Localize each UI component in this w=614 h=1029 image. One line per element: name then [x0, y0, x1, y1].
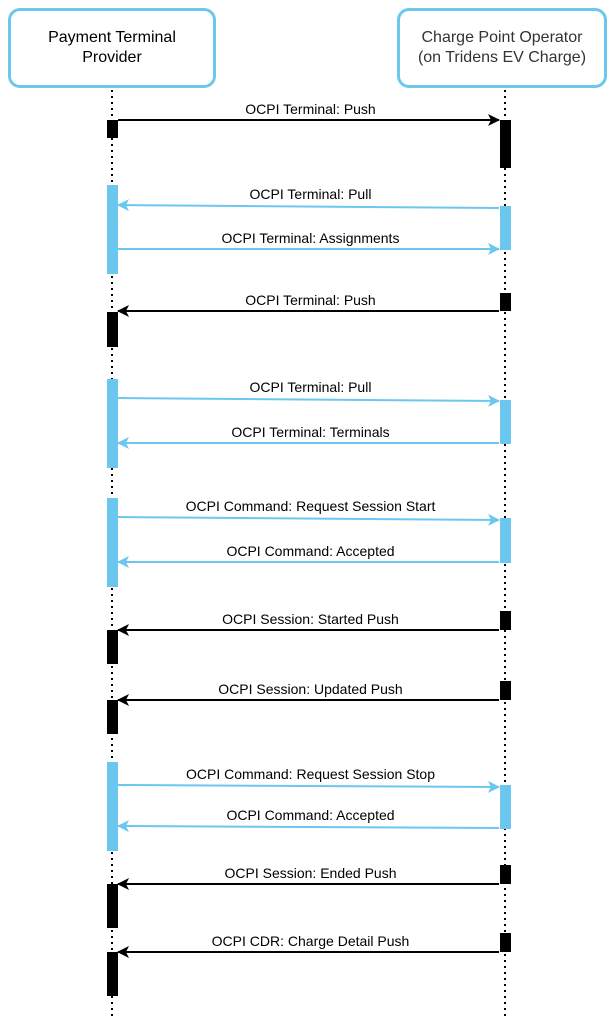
- message-13: OCPI Session: Ended Push: [117, 865, 499, 890]
- message-5: OCPI Terminal: Pull: [117, 379, 500, 407]
- activation-left-12: [107, 630, 118, 664]
- message-arrow: [117, 394, 500, 407]
- message-label: OCPI Terminal: Pull: [250, 379, 372, 395]
- message-14: OCPI CDR: Charge Detail Push: [117, 933, 499, 958]
- activation-right-11: [500, 611, 511, 630]
- message-label: OCPI CDR: Charge Detail Push: [212, 933, 410, 949]
- activation-left-18: [107, 884, 118, 928]
- message-arrow: [117, 199, 500, 212]
- activation-right-13: [500, 681, 511, 700]
- message-label: OCPI Session: Started Push: [222, 611, 399, 627]
- participant-payment-terminal-provider: Payment Terminal Provider: [8, 8, 216, 88]
- message-arrow: [117, 820, 500, 833]
- activation-right-17: [500, 865, 511, 884]
- participant-right-line2: (on Tridens EV Charge): [417, 49, 587, 66]
- message-label: OCPI Command: Request Session Stop: [186, 766, 435, 782]
- activation-right-8: [500, 400, 511, 444]
- message-7: OCPI Command: Request Session Start: [117, 498, 500, 526]
- activation-right-16: [500, 785, 511, 829]
- message-6: OCPI Terminal: Terminals: [117, 424, 499, 449]
- activation-left-6: [107, 312, 118, 347]
- message-label: OCPI Session: Updated Push: [218, 681, 402, 697]
- message-label: OCPI Terminal: Push: [245, 292, 375, 308]
- activation-right-5: [500, 293, 511, 311]
- message-label: OCPI Terminal: Assignments: [222, 230, 400, 246]
- message-arrow: [117, 513, 500, 526]
- activation-right-19: [500, 933, 511, 952]
- activation-left-7: [107, 379, 118, 468]
- message-9: OCPI Session: Started Push: [117, 611, 499, 636]
- activation-right-10: [500, 518, 511, 563]
- activation-right-2: [500, 120, 511, 168]
- participant-charge-point-operator: Charge Point Operator (on Tridens EV Cha…: [397, 8, 607, 88]
- activation-left-15: [107, 762, 118, 851]
- message-arrow: [117, 780, 500, 793]
- message-label: OCPI Terminal: Push: [245, 101, 375, 117]
- message-3: OCPI Terminal: Assignments: [118, 230, 500, 255]
- message-11: OCPI Command: Request Session Stop: [117, 766, 500, 793]
- message-label: OCPI Command: Request Session Start: [186, 498, 436, 514]
- message-label: OCPI Terminal: Terminals: [231, 424, 389, 440]
- activation-left-1: [107, 120, 118, 138]
- activation-bars: [107, 120, 511, 996]
- message-1: OCPI Terminal: Push: [118, 101, 500, 126]
- participant-left-line2: Provider: [82, 49, 142, 66]
- activation-left-9: [107, 498, 118, 587]
- activation-right-4: [500, 206, 511, 250]
- message-8: OCPI Command: Accepted: [117, 543, 499, 568]
- message-10: OCPI Session: Updated Push: [117, 681, 499, 706]
- message-2: OCPI Terminal: Pull: [117, 186, 500, 212]
- participant-left-line1: Payment Terminal: [48, 29, 176, 46]
- message-12: OCPI Command: Accepted: [117, 807, 500, 833]
- message-4: OCPI Terminal: Push: [117, 292, 499, 317]
- participant-right-line1: Charge Point Operator: [421, 29, 583, 46]
- message-label: OCPI Command: Accepted: [226, 807, 394, 823]
- activation-left-20: [107, 952, 118, 996]
- activation-left-3: [107, 185, 118, 274]
- message-label: OCPI Session: Ended Push: [225, 865, 397, 881]
- message-label: OCPI Command: Accepted: [226, 543, 394, 559]
- activation-left-14: [107, 700, 118, 734]
- message-label: OCPI Terminal: Pull: [250, 186, 372, 202]
